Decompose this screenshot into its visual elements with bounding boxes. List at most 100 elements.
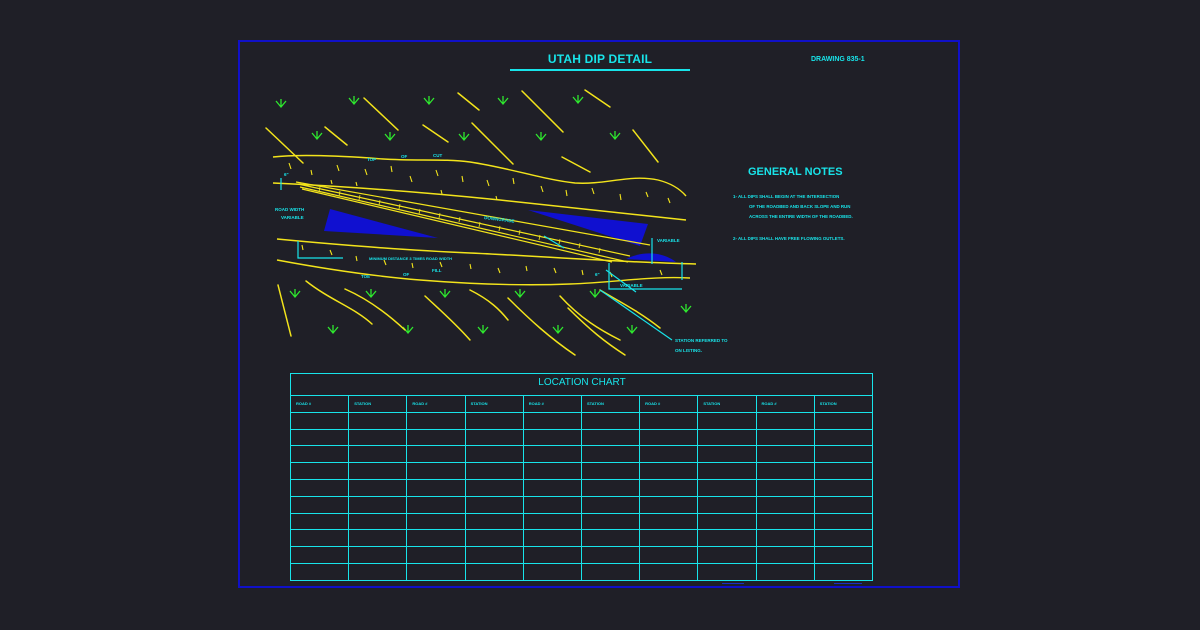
table-cell	[697, 462, 757, 480]
fill-slope-texture	[301, 244, 663, 278]
label-downgrade: DOWNGRADE	[484, 215, 515, 224]
table-cell	[464, 445, 524, 464]
header-station-4: STATION	[697, 395, 757, 413]
dip-structure	[295, 181, 651, 263]
table-cell	[813, 411, 874, 430]
header-road-5: ROAD #	[755, 395, 815, 413]
table-cell	[348, 495, 408, 514]
table-row	[289, 478, 874, 497]
table-cell	[580, 462, 641, 480]
table-row	[289, 411, 874, 430]
table-cell	[406, 512, 466, 531]
table-cell	[697, 512, 757, 531]
table-cell	[406, 445, 466, 464]
upper-roadbed-edge	[272, 182, 687, 221]
label-fill: FILL	[432, 268, 442, 273]
label-top: TOP	[367, 157, 376, 162]
location-chart-header-row: ROAD # STATION ROAD # STATION ROAD # STA…	[289, 395, 874, 413]
table-cell	[406, 428, 466, 447]
table-cell	[522, 495, 582, 514]
table-cell	[755, 546, 815, 564]
table-cell	[639, 529, 699, 548]
table-cell	[348, 411, 408, 430]
table-cell	[755, 411, 815, 430]
label-of: OF	[401, 154, 408, 159]
location-chart-table: ROAD # STATION ROAD # STATION ROAD # STA…	[289, 395, 874, 581]
table-cell	[522, 478, 582, 497]
table-cell	[464, 495, 524, 514]
table-cell	[639, 546, 699, 564]
table-cell	[639, 462, 699, 480]
table-cell	[348, 462, 408, 480]
table-cell	[755, 462, 815, 480]
table-cell	[580, 512, 641, 531]
table-cell	[813, 478, 874, 497]
note-line-3: ACROSS THE ENTIRE WIDTH OF THE ROADBED.	[749, 214, 853, 219]
cut-slope-texture	[288, 162, 671, 204]
table-cell	[406, 562, 466, 581]
table-cell	[580, 495, 641, 514]
table-row	[289, 546, 874, 564]
note-line-2: OF THE ROADBED AND BACK SLOPE AND RUN	[749, 204, 851, 209]
location-chart-header-box	[290, 373, 873, 395]
table-cell	[697, 562, 757, 581]
header-station-3: STATION	[580, 395, 641, 413]
table-cell	[348, 512, 408, 531]
label-station-line-1: STATION REFERRED TO	[675, 338, 728, 343]
dip-fill-right	[528, 210, 648, 246]
table-cell	[813, 529, 874, 548]
label-toe: TOE	[361, 274, 370, 279]
table-cell	[464, 428, 524, 447]
table-cell	[522, 445, 582, 464]
table-cell	[348, 546, 408, 564]
table-cell	[522, 529, 582, 548]
dip-hatch-ticks	[318, 186, 601, 254]
table-cell	[697, 546, 757, 564]
table-cell	[813, 445, 874, 464]
header-station-5: STATION	[813, 395, 874, 413]
table-cell	[289, 478, 350, 497]
table-cell	[755, 445, 815, 464]
table-cell	[639, 428, 699, 447]
table-cell	[464, 478, 524, 497]
table-cell	[406, 478, 466, 497]
header-road-4: ROAD #	[639, 395, 699, 413]
general-notes-heading: GENERAL NOTES	[748, 166, 843, 178]
table-cell	[289, 546, 350, 564]
table-cell	[755, 495, 815, 514]
drawing-number: DRAWING 835-1	[811, 56, 865, 63]
table-row	[289, 445, 874, 464]
location-chart-body	[289, 411, 874, 581]
table-cell	[289, 428, 350, 447]
label-cut: CUT	[433, 153, 442, 158]
table-cell	[464, 411, 524, 430]
label-minimum-distance: MINIMUM DISTANCE 3 TIMES ROAD WIDTH	[369, 256, 452, 261]
table-cell	[697, 428, 757, 447]
table-cell	[639, 478, 699, 497]
table-cell	[639, 445, 699, 464]
table-cell	[580, 411, 641, 430]
label-of-lower: OF	[403, 272, 410, 277]
table-cell	[522, 411, 582, 430]
table-cell	[464, 562, 524, 581]
table-cell	[639, 411, 699, 430]
table-cell	[697, 495, 757, 514]
drawing-title: UTAH DIP DETAIL	[547, 52, 653, 66]
table-cell	[755, 428, 815, 447]
table-cell	[522, 462, 582, 480]
header-road-2: ROAD #	[406, 395, 466, 413]
label-variable-right: VARIABLE	[657, 238, 680, 243]
table-cell	[813, 512, 874, 531]
table-cell	[348, 478, 408, 497]
footer-mark-right	[834, 583, 862, 584]
table-cell	[406, 462, 466, 480]
table-row	[289, 512, 874, 531]
table-cell	[813, 546, 874, 564]
table-cell	[755, 478, 815, 497]
table-cell	[406, 411, 466, 430]
table-cell	[464, 462, 524, 480]
table-cell	[697, 529, 757, 548]
label-variable-bottom: VARIABLE	[620, 283, 643, 288]
top-of-cut-line	[272, 154, 687, 197]
table-cell	[289, 529, 350, 548]
